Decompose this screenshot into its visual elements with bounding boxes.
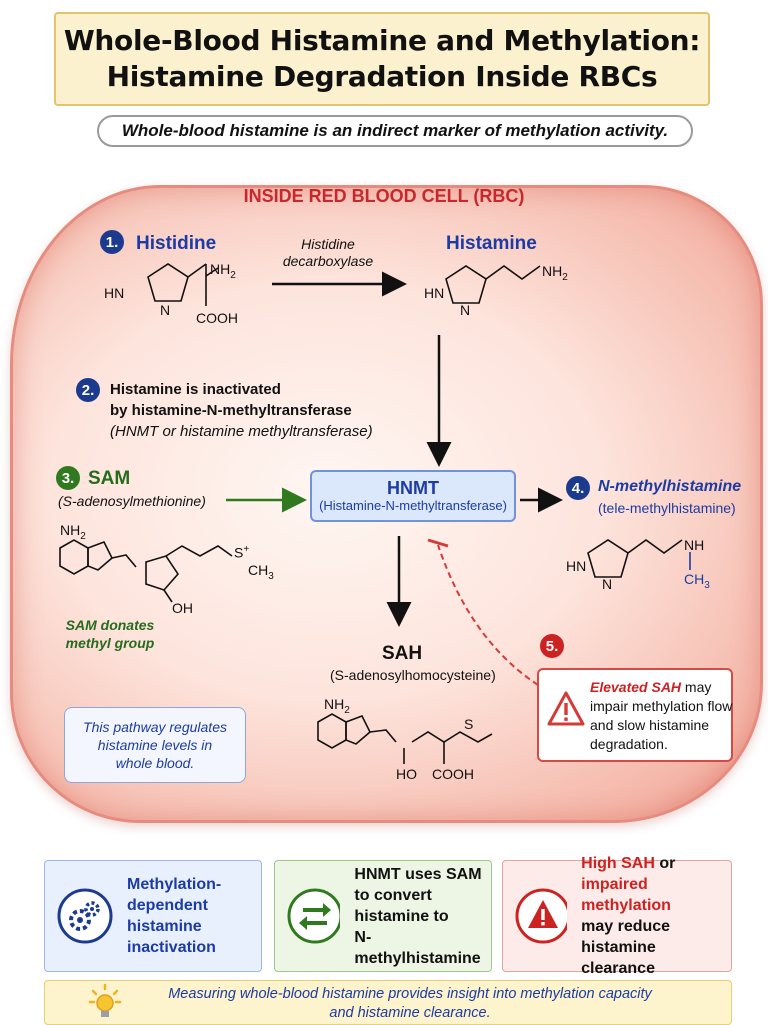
sam-s: S+ <box>234 544 250 561</box>
title-line-2: Histamine Degradation Inside RBCs <box>106 60 658 93</box>
nmethylhistamine-hn: HN <box>566 558 587 574</box>
nmethylhistamine-nh: NH <box>684 537 705 553</box>
histidine-cooh: COOH <box>196 310 238 326</box>
histidine-structure <box>147 263 219 306</box>
histidine-hn: HN <box>104 285 125 301</box>
sah-cooh: COOH <box>432 766 474 782</box>
histidine-nh2: NH2 <box>210 261 236 281</box>
nmethylhistamine-structure <box>587 539 691 578</box>
step-2-text: Histamine is inactivated by histamine-N-… <box>110 381 373 440</box>
sah-nh2: NH2 <box>324 696 350 716</box>
nmethylhistamine-title: N-methylhistamine <box>598 478 742 495</box>
histamine-nh2: NH2 <box>542 263 568 283</box>
lightbulb-icon <box>88 983 122 1017</box>
tip-text: Measuring whole-blood histamine provides… <box>168 986 652 1021</box>
gears-icon <box>57 888 113 944</box>
title-line-1: Whole-Blood Histamine and Methylation: <box>63 24 701 57</box>
histidine-n: N <box>160 302 171 318</box>
card-1-text: Methylation- dependent histamine inactiv… <box>127 876 222 956</box>
elevated-sah-text: Elevated SAH may impair methylation flow… <box>590 679 733 752</box>
alert-icon <box>515 888 568 944</box>
sah-title: SAH <box>382 643 423 664</box>
sah-s: S <box>464 716 474 732</box>
inhibition-line <box>437 544 539 686</box>
step-5-badge: 5. <box>540 634 564 658</box>
hnmt-subtitle: (Histamine-N-methyltransferase) <box>319 498 507 513</box>
sam-note: SAM donates methyl group <box>65 617 155 651</box>
sam-title: SAM <box>88 468 131 489</box>
hnmt-box: HNMT (Histamine-N-methyltransferase) <box>310 470 516 522</box>
sah-subtitle: (S-adenosylhomocysteine) <box>330 667 496 683</box>
histamine-hn: HN <box>424 285 445 301</box>
nmethylhistamine-subtitle: (tele-methylhistamine) <box>598 500 736 516</box>
card-methylation-dependent: Methylation- dependent histamine inactiv… <box>44 860 262 972</box>
histidine-title: Histidine <box>136 233 217 254</box>
subtitle-pill: Whole-blood histamine is an indirect mar… <box>97 115 693 147</box>
histamine-n: N <box>460 302 471 318</box>
sah-ho: HO <box>396 766 417 782</box>
exchange-arrows-icon <box>287 888 341 944</box>
step-3-badge: 3. <box>56 466 80 490</box>
step-2-badge: 2. <box>76 378 100 402</box>
histamine-title: Histamine <box>446 233 537 254</box>
hnmt-title: HNMT <box>387 478 439 498</box>
nmethylhistamine-n: N <box>602 576 613 592</box>
card-3-text: High SAH or impaired methylation may red… <box>581 855 676 977</box>
enzyme-label: Histidine decarboxylase <box>282 236 374 269</box>
sam-structure <box>59 539 233 603</box>
card-high-sah: High SAH or impaired methylation may red… <box>502 855 732 977</box>
step-4-badge: 4. <box>566 476 590 500</box>
sam-subtitle: (S-adenosylmethionine) <box>58 493 206 509</box>
warning-icon <box>547 691 585 726</box>
sam-nh2: NH2 <box>60 522 86 542</box>
sam-ch3: CH3 <box>248 562 274 582</box>
pathway-note: This pathway regulates histamine levels … <box>64 707 246 783</box>
cell-label: INSIDE RED BLOOD CELL (RBC) <box>243 186 525 206</box>
sam-oh: OH <box>172 600 193 616</box>
inhibition-bar <box>427 538 449 548</box>
sah-structure <box>317 713 493 764</box>
step-1-badge: 1. <box>100 230 124 254</box>
card-2-text: HNMT uses SAM to convert histamine to N-… <box>354 865 482 967</box>
histamine-structure <box>445 265 541 304</box>
title-box: Whole-Blood Histamine and Methylation: H… <box>54 12 710 106</box>
card-hnmt-uses-sam: HNMT uses SAM to convert histamine to N-… <box>274 860 492 972</box>
nmethylhistamine-ch3: CH3 <box>684 571 710 591</box>
tip-box <box>44 980 732 1025</box>
